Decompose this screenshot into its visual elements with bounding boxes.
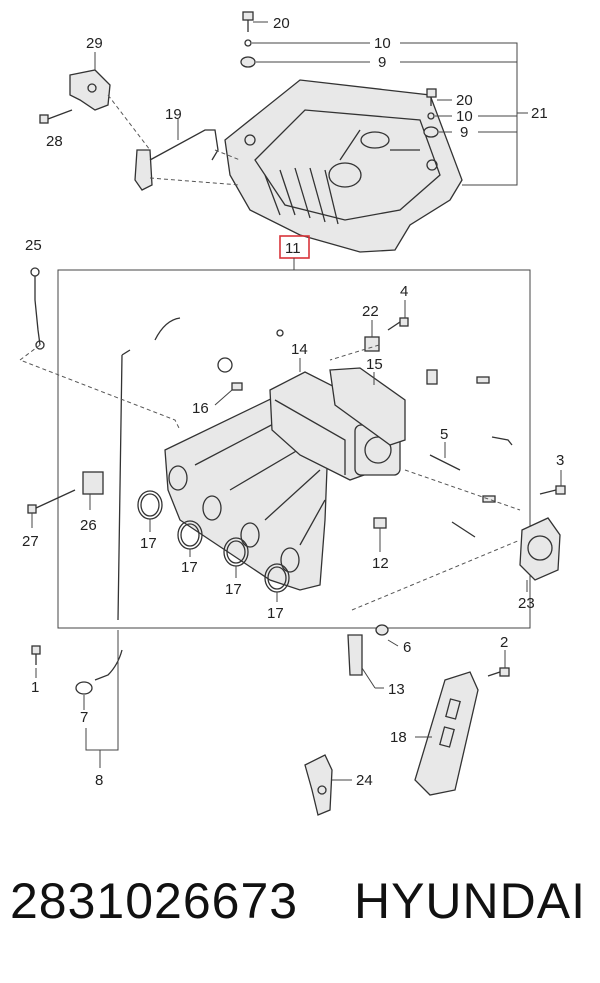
callout-20b: 20: [456, 92, 473, 109]
callout-7: 7: [80, 709, 88, 726]
ground-strap-25: [30, 267, 45, 350]
bracket-29: [69, 52, 111, 111]
cover-washer-right: [427, 112, 452, 120]
callout-1: 1: [31, 679, 39, 696]
callout-21: 21: [531, 105, 548, 122]
callout-8: 8: [95, 772, 103, 789]
callout-14: 14: [291, 341, 308, 358]
part-number: 2831026673: [10, 873, 299, 929]
callout-24: 24: [356, 772, 373, 789]
callout-16: 16: [192, 400, 209, 417]
callout-20a: 20: [273, 15, 290, 32]
callout-10b: 10: [456, 108, 473, 125]
pipe-left: [117, 349, 131, 621]
cover-grommet-right: [423, 126, 452, 138]
callout-13: 13: [388, 681, 405, 698]
callout-29: 29: [86, 35, 103, 52]
callout-17d: 17: [267, 605, 284, 622]
footer: 2831026673 HYUNDAI: [0, 872, 600, 952]
bolt-4: [387, 300, 409, 331]
callout-10a: 10: [374, 35, 391, 52]
plug-16: [217, 357, 233, 373]
sensor-26: [82, 471, 104, 510]
callout-4: 4: [400, 283, 408, 300]
bracket-19: [134, 118, 219, 191]
callout-11: 11: [285, 240, 301, 257]
bracket-24: [304, 754, 352, 816]
engine-cover: [224, 79, 463, 253]
callout-27: 27: [22, 533, 39, 550]
hose-upper: [154, 317, 181, 341]
callout-19: 19: [165, 106, 182, 123]
callout-25: 25: [25, 237, 42, 254]
bolt-27: [27, 489, 76, 528]
intake-manifold-exploded-diagram: 20 10 9 29 20 10 9 21 19 28 11 25 4 22 1…: [18, 11, 566, 816]
callout-6: 6: [403, 639, 411, 656]
assembly-11-frame: [57, 269, 531, 629]
bolt-3: [539, 470, 566, 495]
callout-5: 5: [440, 426, 448, 443]
bolt-28: [39, 109, 73, 124]
callout-23: 23: [518, 595, 535, 612]
callout-3: 3: [556, 452, 564, 469]
callout-12: 12: [372, 555, 389, 572]
bracket-22: [364, 320, 380, 352]
clamp-7: [75, 681, 93, 710]
callout-9b: 9: [460, 124, 468, 141]
callout-22: 22: [362, 303, 379, 320]
intake-manifold: [164, 367, 406, 591]
callout-28: 28: [46, 133, 63, 150]
throttle-gasket-23: [519, 517, 561, 592]
callout-15: 15: [366, 356, 383, 373]
callout-bracket-8: [85, 630, 119, 751]
cover-washer-top: [244, 39, 370, 47]
gasket-ring-17a: [137, 490, 163, 520]
bolt-2: [487, 650, 510, 677]
pin-16: [231, 382, 243, 391]
bracket-13: [347, 634, 376, 689]
hose-8: [94, 649, 123, 681]
callout-26: 26: [80, 517, 97, 534]
callout-18: 18: [390, 729, 407, 746]
callout-2: 2: [500, 634, 508, 651]
cover-bolt-right: [426, 88, 452, 106]
callout-17c: 17: [225, 581, 242, 598]
nut-6: [375, 624, 399, 647]
brand-name: HYUNDAI: [353, 873, 586, 929]
stud-5: [429, 442, 461, 471]
support-bracket-18: [414, 671, 479, 796]
bolt-1: [31, 645, 41, 678]
cover-bolt-top: [242, 11, 268, 32]
callout-17a: 17: [140, 535, 157, 552]
cover-grommet-top: [240, 56, 370, 68]
callout-17b: 17: [181, 559, 198, 576]
callout-9a: 9: [378, 54, 386, 71]
sensor-12: [373, 517, 387, 552]
callout-bracket-21: [400, 42, 518, 186]
